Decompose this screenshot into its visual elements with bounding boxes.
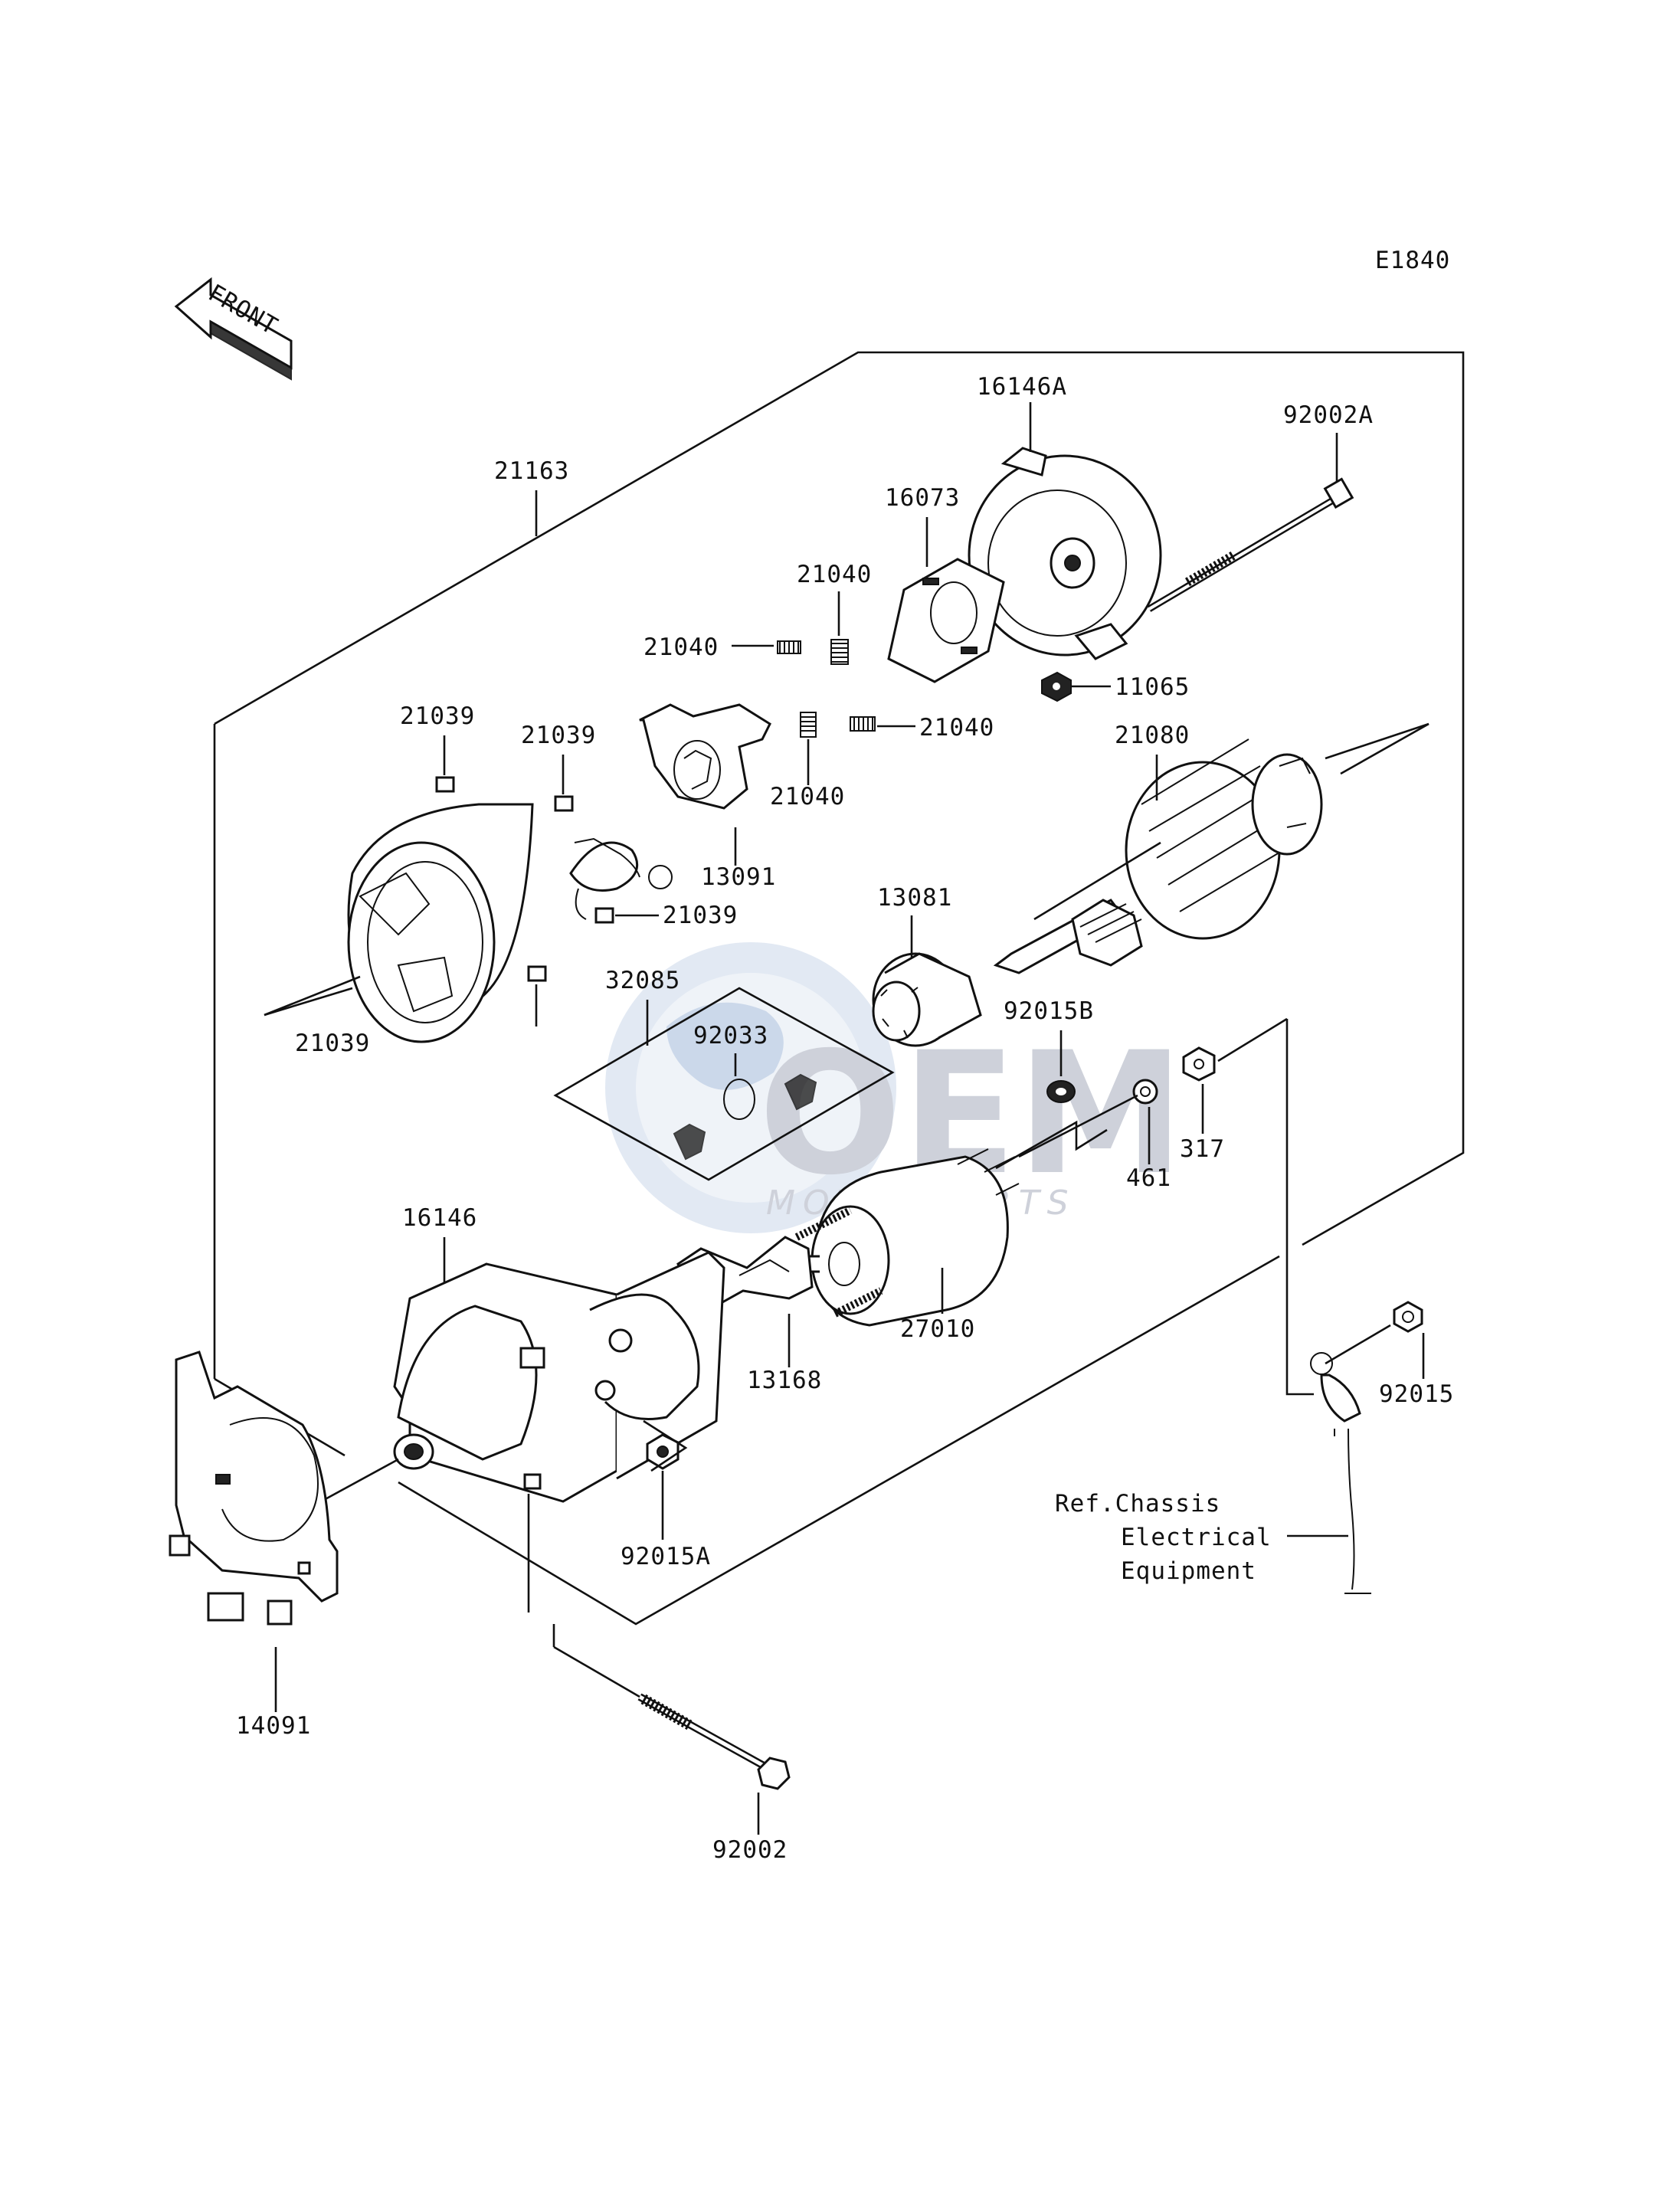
terminal-21039-a <box>435 776 455 793</box>
label-92002: 92002 <box>712 1836 788 1864</box>
label-21039-c: 21039 <box>663 902 738 929</box>
label-14091: 14091 <box>236 1712 311 1740</box>
label-461: 461 <box>1126 1164 1171 1192</box>
terminal-21039-b <box>554 795 574 812</box>
terminal-21039-d <box>527 965 547 982</box>
label-21163: 21163 <box>494 457 569 485</box>
diagram-code: E1840 <box>1375 247 1450 274</box>
label-32085: 32085 <box>605 967 680 994</box>
label-21040-d: 21040 <box>919 714 994 742</box>
rear-cover <box>968 447 1162 660</box>
yoke <box>347 803 673 1043</box>
label-13168: 13168 <box>747 1367 822 1394</box>
spring-21040-c <box>800 712 817 738</box>
terminal-21039-c <box>594 907 614 924</box>
label-317: 317 <box>1180 1135 1225 1163</box>
brush-holder <box>639 703 771 810</box>
armature <box>993 722 1429 974</box>
brush-plate <box>887 558 1005 683</box>
front-housing <box>393 1251 725 1503</box>
watermark: OEM MOTORPARTS <box>605 942 1184 1233</box>
washer-92015B <box>1046 1080 1076 1103</box>
label-27010: 27010 <box>900 1315 975 1343</box>
spring-21040-b <box>830 639 849 665</box>
label-13091: 13091 <box>701 863 776 891</box>
label-92015A: 92015A <box>621 1543 711 1570</box>
ref-line-2: Electrical <box>1121 1524 1272 1551</box>
spring-21040-d <box>850 716 876 732</box>
through-bolt-lower <box>637 1693 791 1790</box>
front-arrow-icon: FRONT <box>174 277 293 381</box>
kit-32085 <box>553 987 895 1181</box>
nut-317 <box>1182 1046 1216 1082</box>
nut-11065 <box>1041 671 1072 702</box>
label-16146A: 16146A <box>977 373 1067 401</box>
label-92033: 92033 <box>693 1022 768 1049</box>
label-92002A: 92002A <box>1283 401 1374 429</box>
label-16073: 16073 <box>885 484 960 512</box>
clutch-pinion <box>872 952 982 1047</box>
through-bolt-upper <box>1147 477 1354 612</box>
ground-cable <box>1310 1352 1371 1594</box>
label-11065: 11065 <box>1115 673 1190 701</box>
nut-92015A <box>646 1433 680 1470</box>
label-21040-c: 21040 <box>770 783 845 810</box>
label-21080: 21080 <box>1115 722 1190 749</box>
washer-461 <box>1132 1079 1158 1105</box>
label-13081: 13081 <box>877 884 952 912</box>
cover-plate <box>169 1351 339 1626</box>
label-16146: 16146 <box>402 1204 477 1232</box>
label-21040-b: 21040 <box>797 561 872 588</box>
label-92015: 92015 <box>1379 1380 1454 1408</box>
solenoid <box>794 1148 1020 1327</box>
label-21039-d: 21039 <box>295 1030 370 1057</box>
nut-92015 <box>1393 1301 1423 1333</box>
ref-line-3: Equipment <box>1121 1557 1256 1585</box>
spring-21040-a <box>777 640 801 654</box>
label-21039-a: 21039 <box>400 702 475 730</box>
label-21039-b: 21039 <box>521 722 596 749</box>
label-21040-a: 21040 <box>644 634 719 661</box>
reference-note: Ref.Chassis Electrical Equipment <box>1055 1490 1348 1585</box>
ref-line-1: Ref.Chassis <box>1055 1490 1220 1518</box>
label-92015B: 92015B <box>1004 997 1094 1025</box>
assembly-outline <box>214 351 1465 1246</box>
